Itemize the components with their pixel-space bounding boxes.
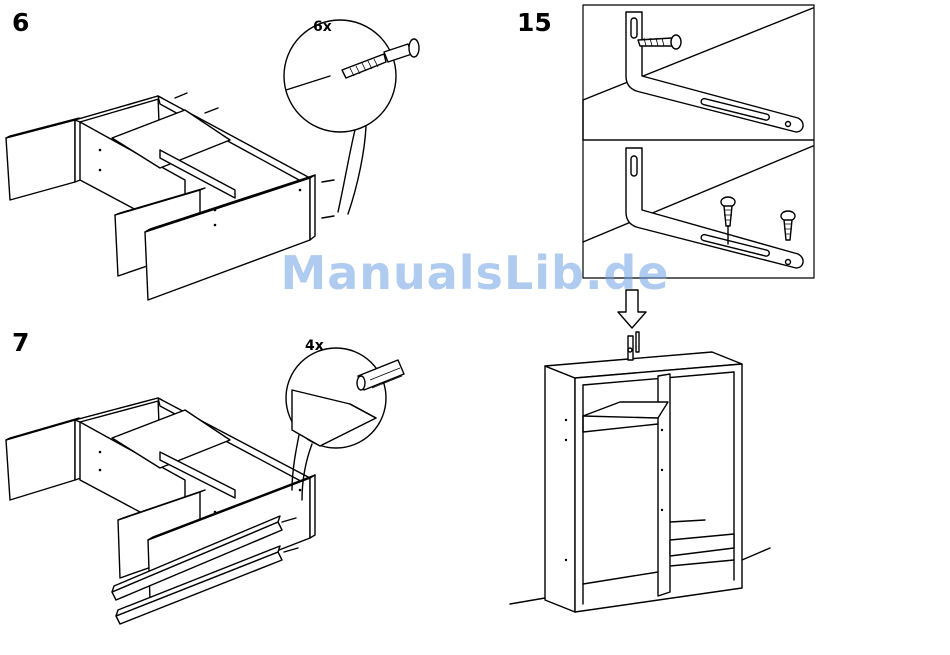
bracket-screw-2-icon xyxy=(781,211,795,240)
step-7-quantity: 4x xyxy=(305,338,324,354)
angle-bracket-lower-icon xyxy=(626,148,803,268)
down-arrow-icon xyxy=(618,290,646,328)
wardrobe-frame xyxy=(545,352,742,612)
top-bracket-icon xyxy=(628,332,639,360)
step-7-illustration: 4x xyxy=(6,338,404,624)
step-15-illustration xyxy=(510,5,814,612)
step-6-illustration: 6x xyxy=(6,19,419,300)
step-6-quantity: 6x xyxy=(313,19,332,35)
wall-screw-icon xyxy=(638,35,681,49)
